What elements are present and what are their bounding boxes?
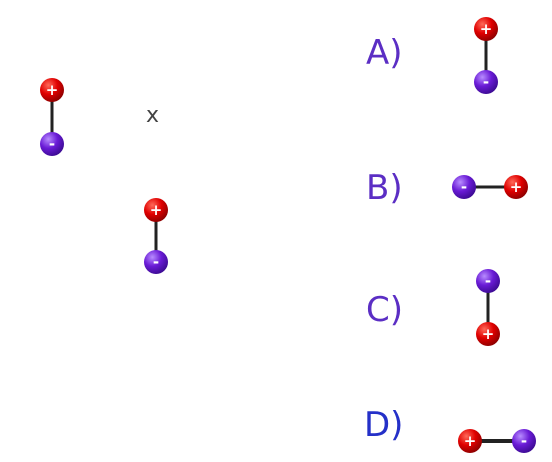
plus-sign: + xyxy=(46,81,59,99)
option-d-label[interactable]: D) xyxy=(364,405,404,445)
negative-charge: - xyxy=(512,429,536,453)
plus-sign: + xyxy=(464,432,477,450)
negative-charge: - xyxy=(476,269,500,293)
plus-sign: + xyxy=(480,20,493,38)
option-b-label[interactable]: B) xyxy=(366,168,403,208)
plus-sign: + xyxy=(482,325,495,343)
option-a-dipole[interactable]: + - xyxy=(474,17,498,94)
positive-charge: + xyxy=(458,429,482,453)
minus-sign: - xyxy=(461,178,467,196)
minus-sign: - xyxy=(483,73,489,91)
point-label: x xyxy=(146,103,160,128)
option-b-dipole[interactable]: - + xyxy=(452,175,528,199)
option-d-dipole[interactable]: + - xyxy=(458,429,536,453)
plus-sign: + xyxy=(150,201,163,219)
option-a-label[interactable]: A) xyxy=(366,33,403,73)
negative-charge: - xyxy=(144,250,168,274)
negative-charge: - xyxy=(452,175,476,199)
positive-charge: + xyxy=(474,17,498,41)
minus-sign: - xyxy=(485,272,491,290)
positive-charge: + xyxy=(476,322,500,346)
option-c-dipole[interactable]: - + xyxy=(476,269,500,346)
dipole-1: + - xyxy=(40,78,64,156)
positive-charge: + xyxy=(504,175,528,199)
minus-sign: - xyxy=(49,135,55,153)
minus-sign: - xyxy=(521,432,527,450)
minus-sign: - xyxy=(153,253,159,271)
positive-charge: + xyxy=(40,78,64,102)
plus-sign: + xyxy=(510,178,523,196)
positive-charge: + xyxy=(144,198,168,222)
dipole-2: + - xyxy=(144,198,168,274)
negative-charge: - xyxy=(474,70,498,94)
option-c-label[interactable]: C) xyxy=(366,290,404,330)
negative-charge: - xyxy=(40,132,64,156)
